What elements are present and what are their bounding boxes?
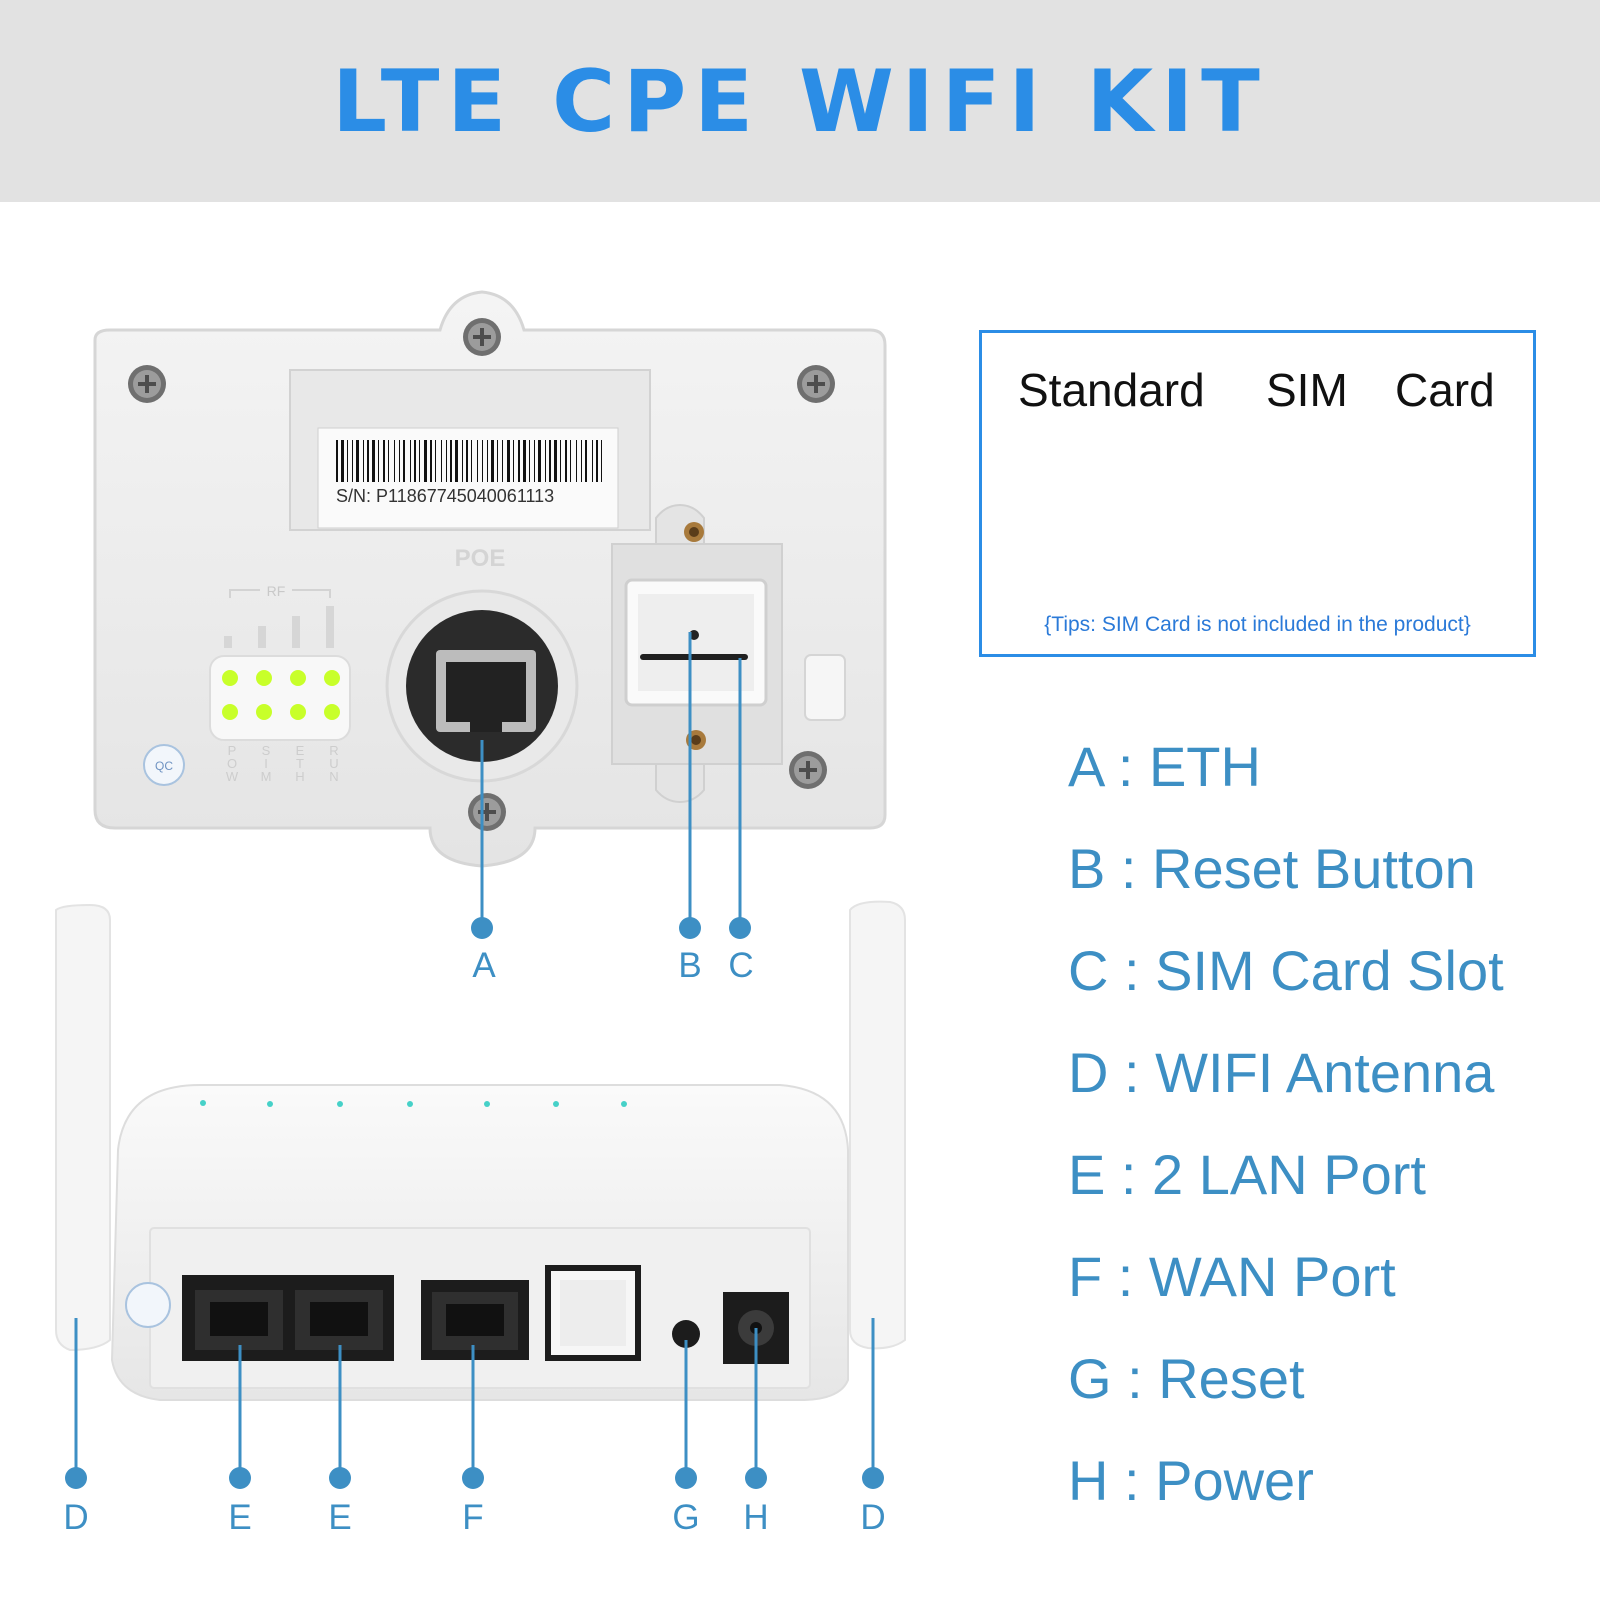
poe-label: POE <box>455 545 506 572</box>
sim-title-word-card: Card <box>1395 364 1495 416</box>
legend-item-d: D : WIFI Antenna <box>1068 1041 1495 1104</box>
wan-port <box>421 1280 529 1360</box>
reset-button <box>672 1320 700 1348</box>
wifi-antenna-left <box>55 903 111 1352</box>
sim-title-word-sim: SIM <box>1266 364 1348 416</box>
marker-h: H <box>743 1498 769 1537</box>
screws <box>128 318 835 831</box>
marker-b: B <box>678 946 702 985</box>
wifi-antenna-right <box>849 900 906 1350</box>
legend-item-a: A : ETH <box>1068 735 1261 798</box>
marker-g: G <box>672 1498 700 1537</box>
front-leds <box>200 1100 627 1107</box>
marker-e-2: E <box>328 1498 352 1537</box>
legend-item-f: F : WAN Port <box>1068 1245 1396 1308</box>
page-title: LTE CPE WIFI KIT <box>332 52 1268 152</box>
callouts-top <box>471 632 751 939</box>
sim-card-info-box: Standard SIM Card {Tips: SIM Card is not… <box>979 330 1536 657</box>
router-front <box>55 900 906 1401</box>
legend-item-c: C : SIM Card Slot <box>1068 939 1504 1002</box>
callouts-bottom <box>65 1318 884 1489</box>
sim-card-slot <box>640 654 748 660</box>
svg-text:QC: QC <box>155 759 173 773</box>
lan-ports <box>182 1275 394 1361</box>
marker-a: A <box>472 946 496 985</box>
marker-e-1: E <box>228 1498 252 1537</box>
eth-port <box>385 589 579 783</box>
legend-item-b: B : Reset Button <box>1068 837 1476 900</box>
marker-d-left: D <box>63 1498 89 1537</box>
sim-card-tip: {Tips: SIM Card is not included in the p… <box>1044 613 1471 636</box>
sim-slot-housing <box>611 503 783 804</box>
marker-f: F <box>462 1498 484 1537</box>
header-bar: LTE CPE WIFI KIT <box>0 0 1600 202</box>
rf-label: RF <box>267 583 286 599</box>
legend-item-g: G : Reset <box>1068 1347 1305 1410</box>
legend-item-e: E : 2 LAN Port <box>1068 1143 1426 1206</box>
marker-d-right: D <box>860 1498 886 1537</box>
sim-title-word-standard: Standard <box>1018 364 1205 416</box>
qc-sticker <box>143 744 185 786</box>
legend-item-h: H : Power <box>1068 1449 1314 1512</box>
marker-c: C <box>728 946 754 985</box>
status-led-grid <box>222 670 340 720</box>
serial-number: S/N: P11867745040061113 <box>336 486 554 506</box>
barcode <box>336 440 602 482</box>
